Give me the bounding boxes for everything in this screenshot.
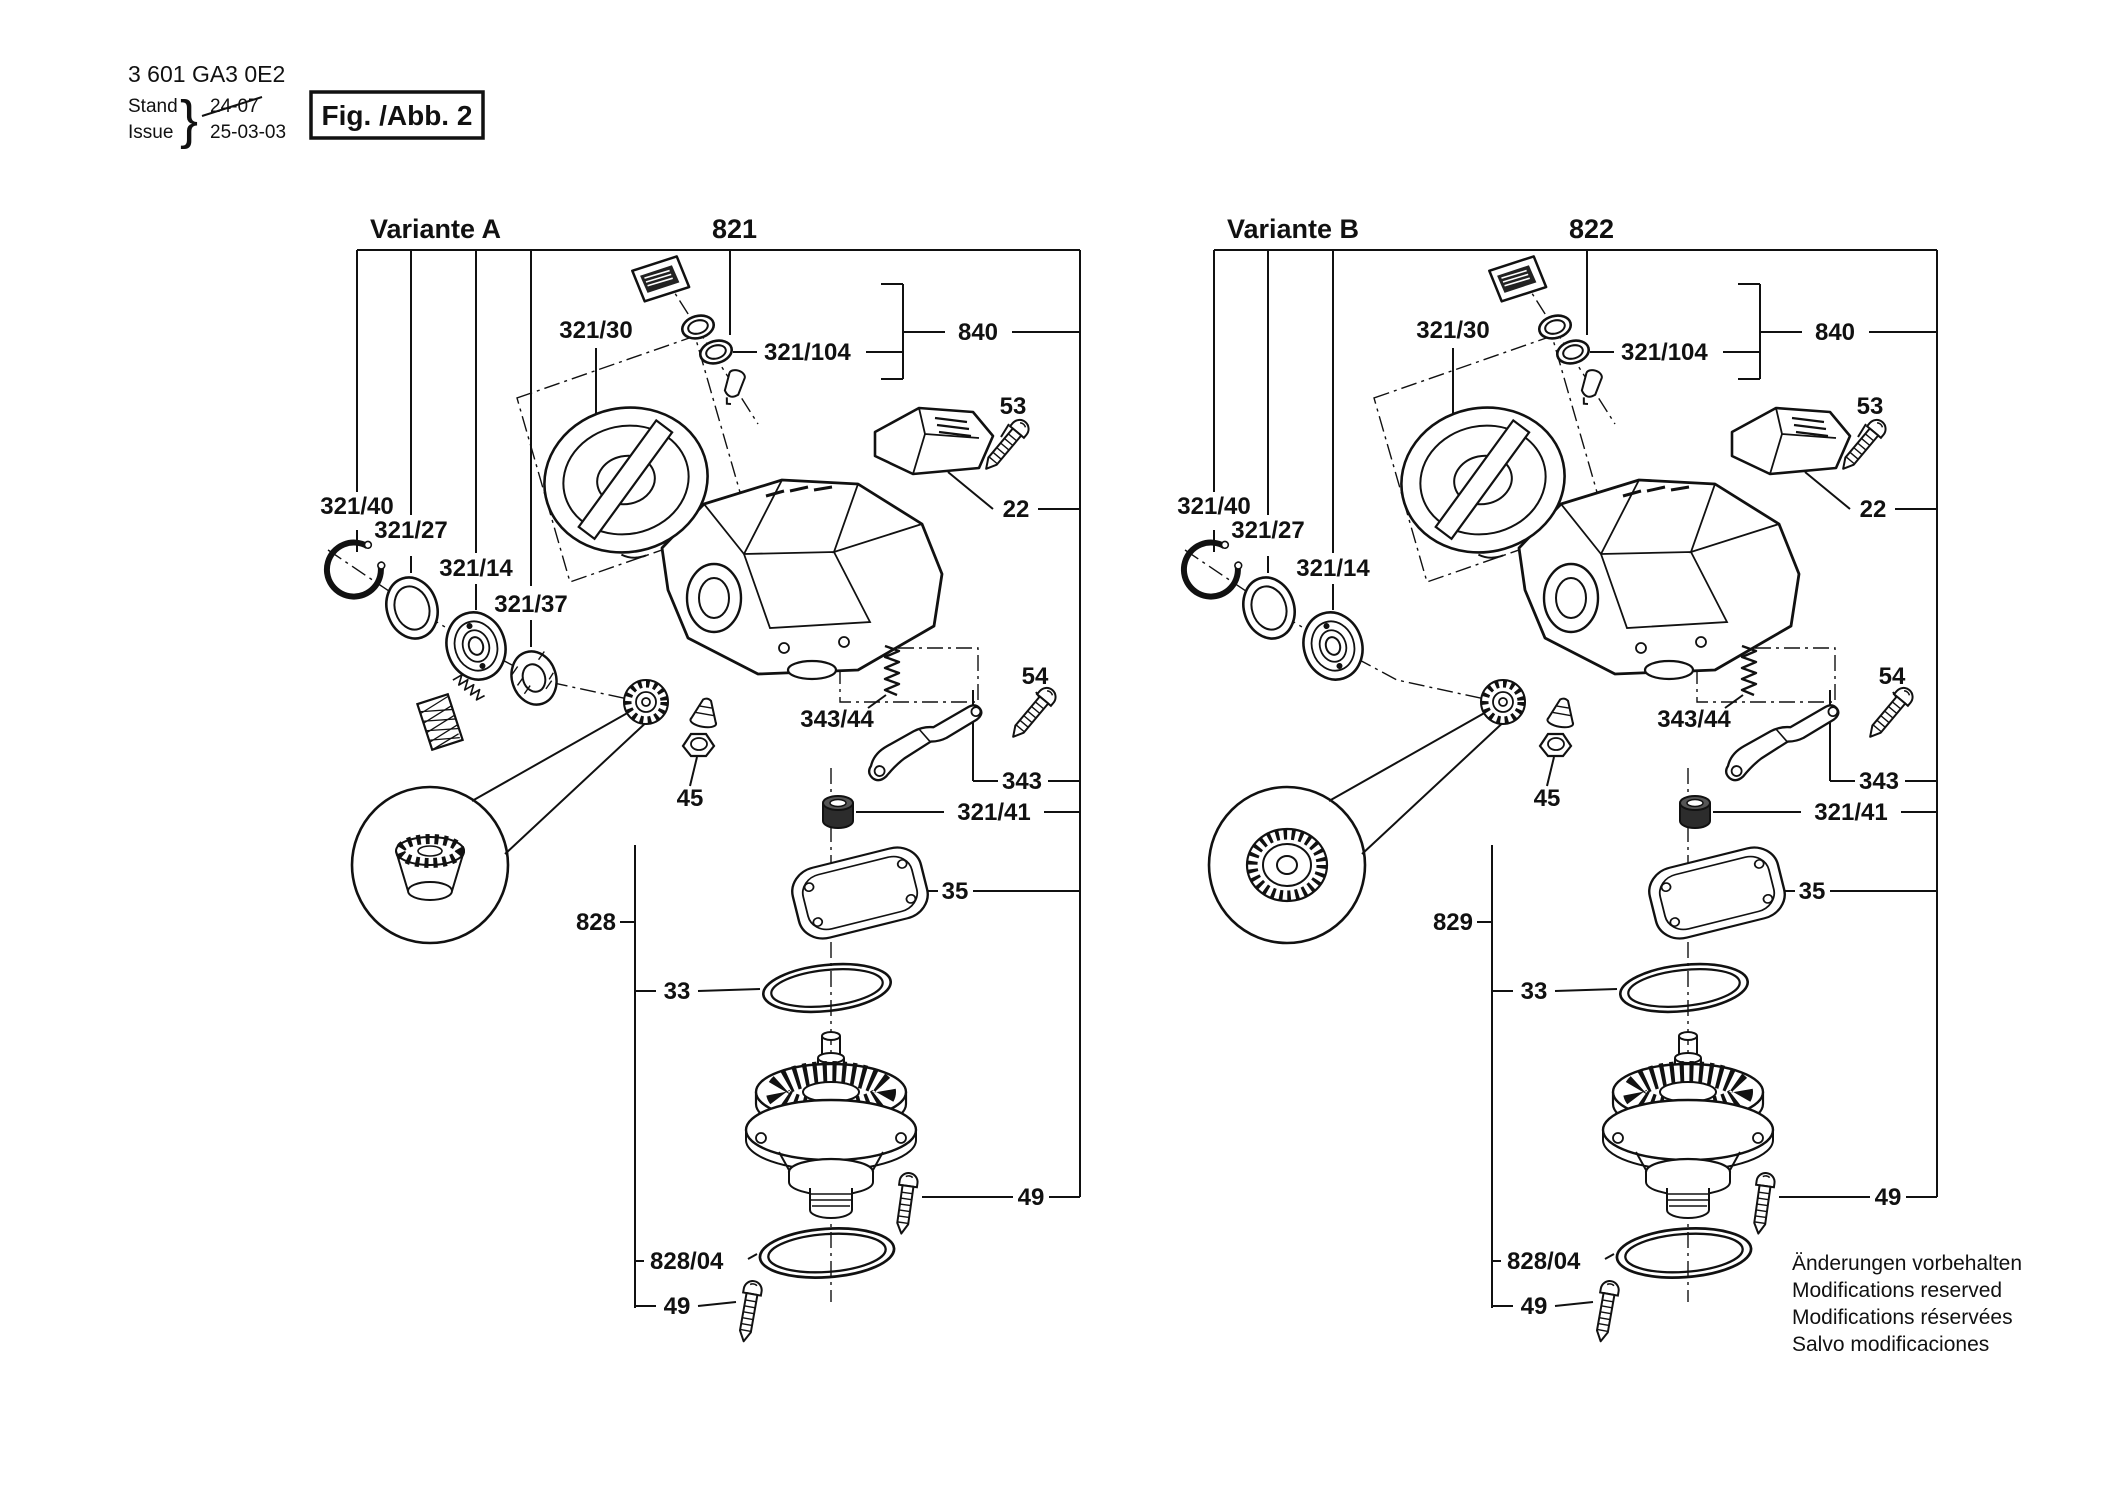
bearing-washer-321-37 bbox=[503, 644, 565, 712]
label-49-right-b: 49 bbox=[1875, 1184, 1902, 1211]
header-block: 3 601 GA3 0E2 Stand Issue } 24-07 25-03-… bbox=[128, 61, 485, 150]
label-828-04-a: 828/04 bbox=[650, 1248, 724, 1275]
label-321-30-a: 321/30 bbox=[559, 317, 632, 344]
variant-a-diagram: Variante A 821 321/30 321/104 840 53 22 … bbox=[319, 214, 1080, 1343]
footer-line-de: Änderungen vorbehalten bbox=[1792, 1252, 2022, 1275]
label-829: 829 bbox=[1433, 909, 1473, 936]
label-321-40-b: 321/40 bbox=[1177, 493, 1250, 520]
footer-line-en: Modifications reserved bbox=[1792, 1279, 2002, 1302]
label-343-44-b: 343/44 bbox=[1657, 706, 1731, 733]
label-321-40-a: 321/40 bbox=[320, 493, 393, 520]
label-45-b: 45 bbox=[1534, 785, 1561, 812]
label-828-04-b: 828/04 bbox=[1507, 1248, 1581, 1275]
issue-label: Issue bbox=[128, 122, 173, 143]
footer-line-fr: Modifications réservées bbox=[1792, 1306, 2013, 1329]
label-840-b: 840 bbox=[1815, 319, 1855, 346]
magnified-crown-gear bbox=[1247, 829, 1327, 901]
label-840-a: 840 bbox=[958, 319, 998, 346]
label-828: 828 bbox=[576, 909, 616, 936]
label-33-a: 33 bbox=[664, 978, 691, 1005]
label-321-27-b: 321/27 bbox=[1231, 517, 1304, 544]
label-49-bottom-a: 49 bbox=[664, 1293, 691, 1320]
label-49-right-a: 49 bbox=[1018, 1184, 1045, 1211]
brace-glyph: } bbox=[180, 90, 198, 150]
label-45-a: 45 bbox=[677, 785, 704, 812]
label-53-a: 53 bbox=[1000, 393, 1027, 420]
issue-date: 25-03-03 bbox=[210, 122, 286, 143]
label-54-b: 54 bbox=[1879, 663, 1906, 690]
label-343-44-a: 343/44 bbox=[800, 706, 874, 733]
footer-block: Änderungen vorbehalten Modifications res… bbox=[1792, 1252, 2022, 1356]
label-53-b: 53 bbox=[1857, 393, 1884, 420]
label-321-27-a: 321/27 bbox=[374, 517, 447, 544]
variant-b-title: Variante B bbox=[1227, 214, 1359, 244]
label-321-104-a: 321/104 bbox=[764, 339, 851, 366]
variant-a-title: Variante A bbox=[370, 214, 501, 244]
document-part-number: 3 601 GA3 0E2 bbox=[128, 61, 285, 87]
label-321-14-a: 321/14 bbox=[439, 555, 513, 582]
label-343-a: 343 bbox=[1002, 768, 1042, 795]
stand-label: Stand bbox=[128, 96, 178, 117]
label-321-104-b: 321/104 bbox=[1621, 339, 1708, 366]
figure-label: Fig. /Abb. 2 bbox=[322, 100, 473, 131]
label-821: 821 bbox=[712, 214, 757, 244]
strikethrough-line bbox=[201, 96, 263, 117]
label-321-37-a: 321/37 bbox=[494, 591, 567, 618]
label-22-b: 22 bbox=[1860, 496, 1887, 523]
variant-b-diagram: Variante B 822 321/30 321/104 840 53 22 … bbox=[1176, 214, 1937, 1343]
label-22-a: 22 bbox=[1003, 496, 1030, 523]
footer-line-es: Salvo modificaciones bbox=[1792, 1333, 1989, 1356]
carbon-brush-block bbox=[416, 693, 464, 751]
label-822: 822 bbox=[1569, 214, 1614, 244]
label-321-14-b: 321/14 bbox=[1296, 555, 1370, 582]
label-321-41-a: 321/41 bbox=[957, 799, 1030, 826]
label-35-a: 35 bbox=[942, 878, 969, 905]
label-54-a: 54 bbox=[1022, 663, 1049, 690]
figure-label-box bbox=[309, 90, 485, 140]
label-33-b: 33 bbox=[1521, 978, 1548, 1005]
label-35-b: 35 bbox=[1799, 878, 1826, 905]
label-321-41-b: 321/41 bbox=[1814, 799, 1887, 826]
label-49-bottom-b: 49 bbox=[1521, 1293, 1548, 1320]
label-343-b: 343 bbox=[1859, 768, 1899, 795]
label-321-30-b: 321/30 bbox=[1416, 317, 1489, 344]
